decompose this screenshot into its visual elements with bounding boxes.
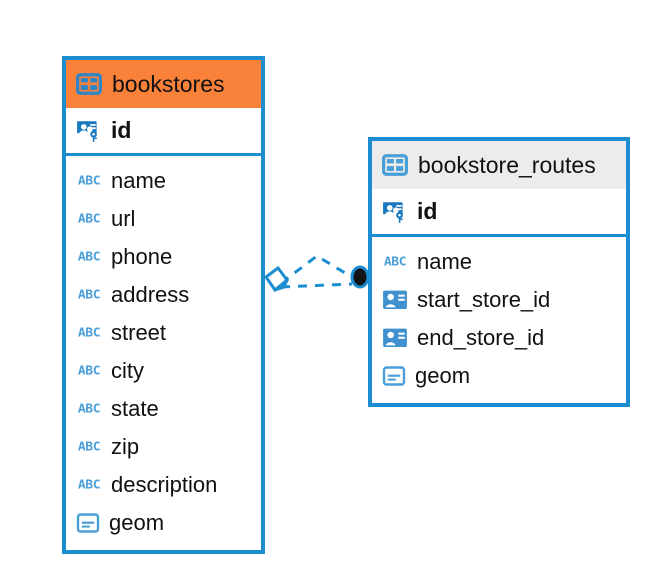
field-row[interactable]: geom [66, 504, 261, 542]
field-label: url [111, 206, 136, 231]
abc-text-type-icon: ABC [77, 174, 101, 188]
field-label: city [111, 358, 144, 383]
field-row[interactable]: ABC zip [66, 428, 261, 466]
field-label: street [111, 320, 167, 345]
field-label: geom [415, 363, 471, 388]
field-row[interactable]: start_store_id [372, 281, 626, 319]
abc-text-type-icon: ABC [77, 288, 101, 302]
field-row[interactable]: geom [372, 357, 626, 395]
field-row[interactable]: ABC description [66, 466, 261, 504]
primary-key-row[interactable]: id [66, 108, 261, 156]
primary-key-label: id [111, 117, 132, 143]
field-list-bookstore-routes: ABC name start_store_id [372, 237, 626, 403]
field-label: start_store_id [417, 287, 551, 312]
abc-text-type-icon: ABC [77, 478, 101, 492]
foreign-key-icon [382, 289, 408, 311]
field-label: phone [111, 244, 173, 269]
field-row[interactable]: ABC state [66, 390, 261, 428]
primary-key-row[interactable]: id [372, 189, 626, 237]
filled-circle-marker [350, 265, 370, 289]
abc-text-type-icon: ABC [383, 255, 407, 269]
field-row[interactable]: end_store_id [372, 319, 626, 357]
field-label: name [417, 249, 473, 274]
field-list-bookstores: ABC name ABC url ABC phone ABC address A… [66, 156, 261, 550]
field-label: zip [111, 434, 140, 459]
abc-text-type-icon: ABC [77, 250, 101, 264]
field-row[interactable]: ABC city [66, 352, 261, 390]
abc-text-type-icon: ABC [77, 440, 101, 454]
field-row[interactable]: ABC address [66, 276, 261, 314]
geometry-type-icon [76, 511, 100, 535]
field-label: description [111, 472, 218, 497]
entity-title: bookstore_routes [418, 151, 596, 178]
field-row[interactable]: ABC name [66, 162, 261, 200]
relationship-line-upper [280, 254, 356, 285]
primary-key-label: id [417, 198, 438, 224]
foreign-key-icon [382, 327, 408, 349]
entity-bookstores[interactable]: bookstores id ABC [62, 56, 265, 554]
relationship-line-lower [280, 282, 353, 289]
geometry-type-icon [382, 364, 406, 388]
field-row[interactable]: ABC url [66, 200, 261, 238]
abc-text-type-icon: ABC [77, 402, 101, 416]
entity-bookstore-routes[interactable]: bookstore_routes id ABC [368, 137, 630, 407]
field-row[interactable]: ABC name [372, 243, 626, 281]
abc-text-type-icon: ABC [77, 212, 101, 226]
entity-title: bookstores [112, 70, 225, 97]
abc-text-type-icon: ABC [77, 326, 101, 340]
abc-text-type-icon: ABC [77, 364, 101, 378]
field-row[interactable]: ABC phone [66, 238, 261, 276]
entity-header-bookstore-routes[interactable]: bookstore_routes [372, 141, 626, 189]
table-icon [382, 152, 408, 178]
field-label: end_store_id [417, 325, 545, 350]
field-row[interactable]: ABC street [66, 314, 261, 352]
field-label: name [111, 168, 167, 193]
table-icon [76, 71, 102, 97]
field-label: state [111, 396, 159, 421]
entity-header-bookstores[interactable]: bookstores [66, 60, 261, 108]
primary-key-icon [76, 118, 102, 144]
diamond-marker [263, 265, 290, 293]
field-label: address [111, 282, 190, 307]
primary-key-icon [382, 199, 408, 225]
diamond-marker-tail [274, 279, 289, 292]
field-label: geom [109, 510, 165, 535]
